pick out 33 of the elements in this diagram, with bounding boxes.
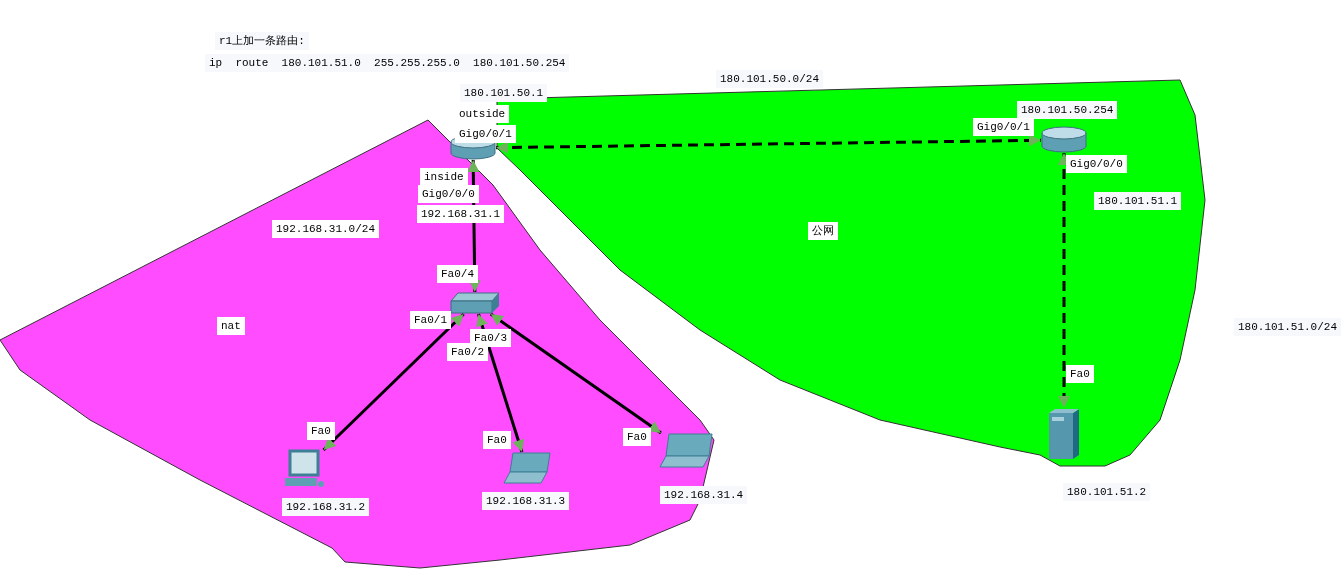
- network-label: 公网: [808, 222, 838, 240]
- port-label: Fa0/4: [437, 265, 478, 283]
- port-label: Fa0/3: [470, 329, 511, 347]
- ip-address-label: 180.101.50.1: [460, 84, 548, 102]
- ip-address-label: 180.101.50.254: [1017, 101, 1118, 119]
- port-label: ip route 180.101.51.0 255.255.255.0 180.101.50.254: [205, 54, 570, 72]
- port-label: Fa0: [1066, 365, 1094, 383]
- port-label: 192.168.31.1: [417, 205, 505, 223]
- port-label: Fa0: [307, 422, 335, 440]
- port-label: Fa0: [483, 431, 511, 449]
- network-label: 192.168.31.0/24: [272, 220, 380, 238]
- cable-line: [476, 313, 525, 453]
- port-label: inside: [420, 168, 468, 186]
- network-label: nat: [217, 317, 245, 335]
- port-label: 180.101.50.0/24: [716, 70, 824, 88]
- ip-address-label: 192.168.31.3: [482, 492, 570, 510]
- port-label: r1上加一条路由:: [215, 32, 309, 50]
- port-label: 180.101.51.1: [1094, 192, 1182, 210]
- port-label: Fa0: [623, 428, 651, 446]
- port-label: Gig0/0/0: [1066, 155, 1127, 173]
- port-label: Gig0/0/1: [455, 125, 516, 143]
- port-label: 180.101.51.0/24: [1234, 318, 1342, 336]
- cable-line: [495, 134, 1042, 154]
- ip-address-label: 192.168.31.4: [660, 486, 748, 504]
- cable-line: [322, 312, 465, 452]
- cable-line: [1058, 153, 1070, 408]
- port-label: Fa0/2: [447, 343, 488, 361]
- cable-line: [489, 312, 662, 435]
- ip-address-label: 192.168.31.2: [282, 498, 370, 516]
- port-label: Gig0/0/0: [418, 185, 479, 203]
- port-label: Gig0/0/1: [973, 118, 1034, 136]
- port-label: Fa0/1: [410, 311, 451, 329]
- ip-address-label: 180.101.51.2: [1063, 483, 1151, 501]
